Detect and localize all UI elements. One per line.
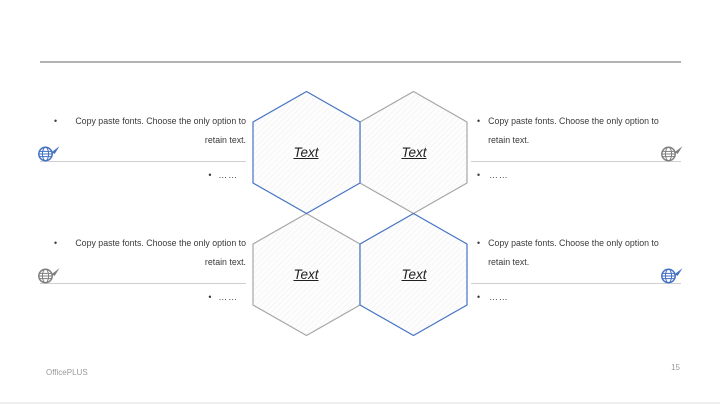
ellipsis-item[interactable]: • ……	[40, 288, 246, 307]
text-block-bottom-left: • Copy paste fonts. Choose the only opti…	[38, 234, 246, 307]
text-block-bottom-right: • Copy paste fonts. Choose the only opti…	[471, 234, 683, 307]
hexagon-cluster	[252, 90, 468, 337]
bullet-marker: •	[54, 238, 58, 248]
globe-arrow-icon	[37, 266, 60, 284]
bullet-item[interactable]: • Copy paste fonts. Choose the only opti…	[471, 112, 681, 150]
bullet-item[interactable]: • Copy paste fonts. Choose the only opti…	[40, 234, 246, 272]
ellipsis-item[interactable]: • ……	[40, 166, 246, 185]
hexagon-label-bottom-right[interactable]: Text	[401, 267, 427, 282]
globe-arrow-icon	[38, 146, 60, 162]
text-block-top-right: • Copy paste fonts. Choose the only opti…	[471, 112, 683, 185]
hexagon-label-top-right[interactable]: Text	[401, 145, 427, 160]
bullet-marker: •	[208, 292, 213, 302]
text-block-top-left: • Copy paste fonts. Choose the only opti…	[38, 112, 246, 185]
globe-arrow-icon	[660, 144, 683, 162]
hexagon-label-bottom-left[interactable]: Text	[293, 267, 319, 282]
bullet-text: Copy paste fonts. Choose the only option…	[75, 238, 246, 267]
divider-line	[471, 146, 683, 162]
ellipsis-text: ……	[489, 292, 509, 302]
bullet-marker: •	[477, 292, 482, 302]
bullet-marker: •	[477, 170, 482, 180]
footer-brand: OfficePLUS	[46, 368, 88, 377]
globe-arrow-icon	[661, 146, 683, 162]
hexagon-label-top-left[interactable]: Text	[293, 145, 319, 160]
ellipsis-text: ……	[218, 292, 238, 302]
slide-bottom-edge	[0, 402, 720, 404]
ellipsis-item[interactable]: • ……	[471, 166, 681, 185]
bullet-marker: •	[208, 170, 213, 180]
divider-line	[38, 268, 246, 284]
bullet-marker: •	[477, 116, 481, 126]
bullet-marker: •	[477, 238, 481, 248]
bullet-marker: •	[54, 116, 58, 126]
bullet-item[interactable]: • Copy paste fonts. Choose the only opti…	[471, 234, 681, 272]
globe-arrow-icon	[660, 266, 683, 284]
divider-line	[471, 268, 683, 284]
hexagon-bottom-right[interactable]	[359, 212, 468, 337]
globe-arrow-icon	[661, 268, 683, 284]
bullet-text: Copy paste fonts. Choose the only option…	[488, 116, 659, 145]
top-rule-line	[40, 61, 681, 63]
divider-line	[38, 146, 246, 162]
globe-arrow-icon	[37, 144, 60, 162]
bullet-item[interactable]: • Copy paste fonts. Choose the only opti…	[40, 112, 246, 150]
ellipsis-item[interactable]: • ……	[471, 288, 681, 307]
ellipsis-text: ……	[489, 170, 509, 180]
bullet-text: Copy paste fonts. Choose the only option…	[75, 116, 246, 145]
ellipsis-text: ……	[218, 170, 238, 180]
hexagon-top-left[interactable]	[252, 90, 361, 215]
globe-arrow-icon	[38, 268, 60, 284]
page-number: 15	[671, 363, 680, 372]
bullet-text: Copy paste fonts. Choose the only option…	[488, 238, 659, 267]
